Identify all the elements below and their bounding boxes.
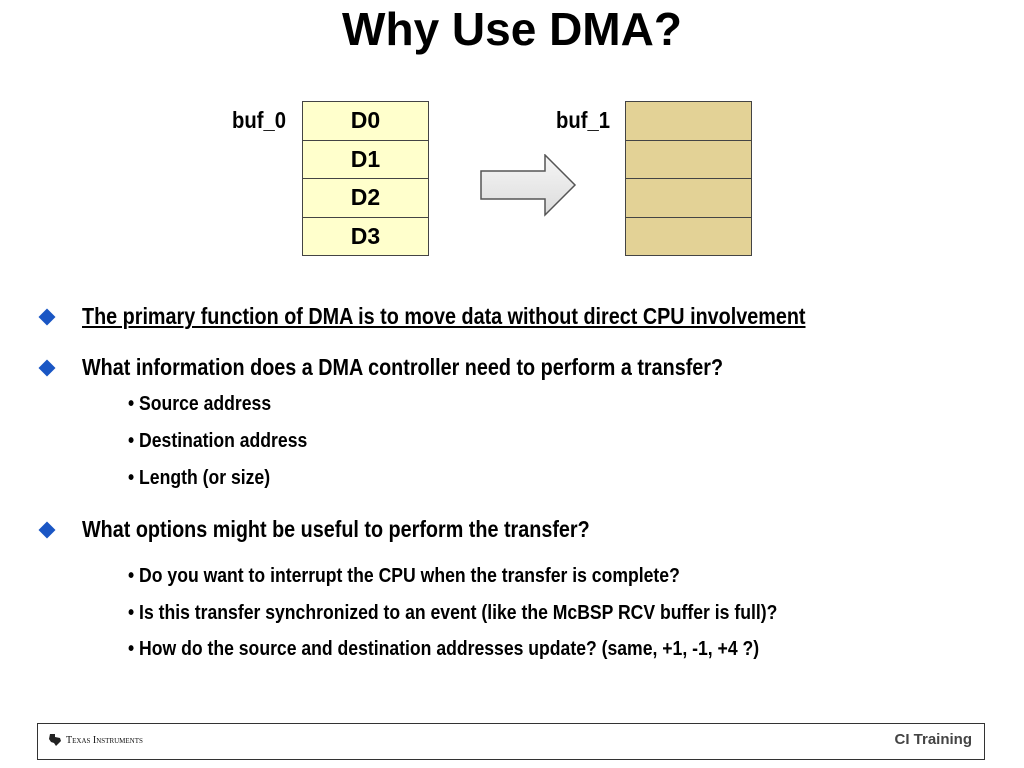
bullet-text: What options might be useful to perform … bbox=[82, 516, 590, 542]
bullet-item: What information does a DMA controller n… bbox=[38, 354, 827, 381]
texas-state-icon bbox=[49, 734, 61, 746]
diamond-bullet-icon bbox=[38, 359, 56, 376]
buffer-cell: D0 bbox=[303, 102, 428, 141]
buffer-cell bbox=[626, 102, 751, 141]
sub-bullet: • Source address bbox=[128, 393, 272, 415]
slide-title: Why Use DMA? bbox=[342, 3, 682, 55]
sub-bullet: • Do you want to interrupt the CPU when … bbox=[128, 565, 680, 587]
buffer-cell: D2 bbox=[303, 179, 428, 218]
bullet-text: What information does a DMA controller n… bbox=[82, 354, 724, 380]
bullet-item: What options might be useful to perform … bbox=[38, 516, 672, 543]
footer-label: CI Training bbox=[894, 731, 972, 748]
diamond-bullet-icon bbox=[38, 308, 56, 325]
sub-bullet: • How do the source and destination addr… bbox=[128, 638, 760, 660]
bullet-text: The primary function of DMA is to move d… bbox=[82, 303, 806, 329]
buffer-cell bbox=[626, 217, 751, 255]
right-arrow-icon bbox=[480, 154, 577, 217]
sub-bullet: • Destination address bbox=[128, 430, 308, 452]
source-buffer: D0 D1 D2 D3 bbox=[302, 101, 429, 256]
buffer-cell bbox=[626, 140, 751, 179]
buffer-cell bbox=[626, 179, 751, 218]
footer-bar: Texas Instruments CI Training bbox=[37, 723, 985, 760]
logo-text: Texas Instruments bbox=[66, 734, 143, 746]
destination-buffer-label: buf_1 bbox=[556, 107, 610, 133]
sub-bullet: • Length (or size) bbox=[128, 467, 271, 489]
diamond-bullet-icon bbox=[38, 521, 56, 538]
bullet-item: The primary function of DMA is to move d… bbox=[38, 303, 923, 330]
buffer-cell: D3 bbox=[303, 217, 428, 255]
sub-bullet: • Is this transfer synchronized to an ev… bbox=[128, 602, 778, 624]
source-buffer-label: buf_0 bbox=[232, 107, 286, 133]
ti-logo: Texas Instruments bbox=[48, 733, 143, 747]
buffer-cell: D1 bbox=[303, 140, 428, 179]
destination-buffer bbox=[625, 101, 752, 256]
